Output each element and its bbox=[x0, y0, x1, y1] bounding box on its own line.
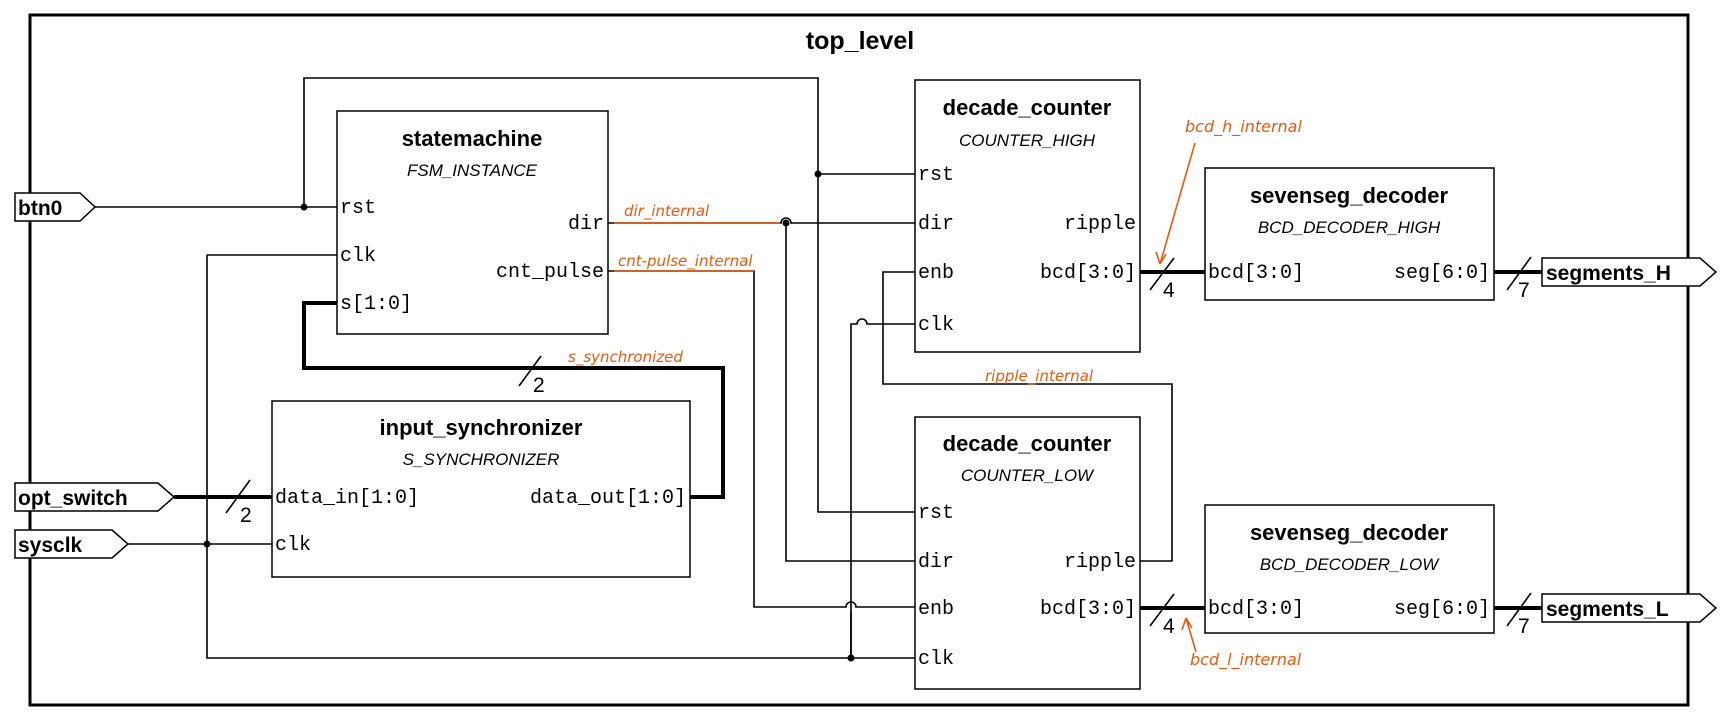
io-label-segments-h: segments_H bbox=[1546, 262, 1671, 285]
statemachine-port-clk: clk bbox=[340, 245, 376, 268]
bcd-l-arrow bbox=[1181, 617, 1197, 653]
bus-slash-bcd-low bbox=[1149, 593, 1175, 627]
decoder-high-block: sevenseg_decoder BCD_DECODER_HIGH bcd[3:… bbox=[1204, 167, 1495, 301]
ripple-internal-wire bbox=[882, 271, 1173, 562]
counter-high-port-rst: rst bbox=[918, 164, 954, 187]
sysclk-junction bbox=[203, 540, 211, 548]
counter-high-instance: COUNTER_HIGH bbox=[959, 131, 1096, 150]
annotation-ripple-internal: ripple_internal bbox=[985, 367, 1094, 386]
counter-low-port-bcd: bcd[3:0] bbox=[1040, 598, 1136, 621]
counter-high-port-ripple: ripple bbox=[1064, 213, 1136, 236]
counter-low-instance: COUNTER_LOW bbox=[961, 466, 1095, 485]
counter-high-port-enb: enb bbox=[918, 262, 954, 285]
bus-width-opt-switch: 2 bbox=[240, 504, 252, 527]
clock-high-wire bbox=[850, 318, 915, 658]
synchronizer-port-data-out: data_out[1:0] bbox=[530, 487, 686, 510]
decoder-high-instance: BCD_DECODER_HIGH bbox=[1258, 218, 1441, 237]
cnt-pulse-internal-wire bbox=[608, 270, 915, 608]
io-port-segments-h: segments_H bbox=[1541, 257, 1718, 287]
reset-junction bbox=[300, 203, 308, 211]
dir-low-wire bbox=[785, 223, 915, 562]
statemachine-port-s: s[1:0] bbox=[340, 293, 412, 316]
annotation-s-synchronized: s_synchronized bbox=[568, 348, 683, 367]
counter-low-port-enb: enb bbox=[918, 598, 954, 621]
bus-width-bcd-high: 4 bbox=[1163, 279, 1175, 302]
bus-width-seg-high: 7 bbox=[1518, 279, 1530, 302]
bus-slash-opt-switch bbox=[225, 479, 251, 514]
io-port-segments-l: segments_L bbox=[1541, 593, 1718, 623]
synchronizer-name: input_synchronizer bbox=[380, 415, 583, 440]
clock-spine-wire bbox=[206, 255, 915, 659]
counter-low-name: decade_counter bbox=[943, 431, 1112, 456]
counter-high-block: decade_counter COUNTER_HIGH rst dir enb … bbox=[914, 79, 1141, 353]
io-label-sysclk: sysclk bbox=[18, 534, 83, 557]
decoder-high-port-seg: seg[6:0] bbox=[1394, 262, 1490, 285]
annotation-dir-internal: dir_internal bbox=[624, 202, 710, 221]
bus-width-s-sync: 2 bbox=[533, 374, 545, 397]
synchronizer-instance: S_SYNCHRONIZER bbox=[403, 450, 560, 469]
counter-low-port-rst: rst bbox=[918, 502, 954, 525]
decoder-low-port-bcd: bcd[3:0] bbox=[1208, 598, 1304, 621]
statemachine-port-dir: dir bbox=[568, 213, 604, 236]
clock-low-junction bbox=[847, 654, 855, 662]
synchronizer-block: input_synchronizer S_SYNCHRONIZER data_i… bbox=[271, 400, 691, 578]
decoder-low-port-seg: seg[6:0] bbox=[1394, 598, 1490, 621]
io-label-segments-l: segments_L bbox=[1546, 598, 1669, 621]
counter-low-block: decade_counter COUNTER_LOW rst dir enb c… bbox=[914, 416, 1141, 690]
io-port-opt-switch: opt_switch bbox=[14, 482, 176, 512]
bcd-h-arrow bbox=[1155, 142, 1196, 265]
counter-low-port-ripple: ripple bbox=[1064, 551, 1136, 574]
counter-low-port-dir: dir bbox=[918, 551, 954, 574]
counter-high-port-dir: dir bbox=[918, 213, 954, 236]
s-synchronized-bus bbox=[302, 301, 725, 499]
bus-slash-bcd-high bbox=[1149, 257, 1175, 291]
synchronizer-port-clk: clk bbox=[275, 534, 311, 557]
decoder-low-name: sevenseg_decoder bbox=[1250, 520, 1449, 545]
bus-width-bcd-low: 4 bbox=[1163, 615, 1175, 638]
annotation-bcd-h-internal: bcd_h_internal bbox=[1185, 117, 1302, 137]
decoder-low-block: sevenseg_decoder BCD_DECODER_LOW bcd[3:0… bbox=[1204, 504, 1495, 634]
bus-width-seg-low: 7 bbox=[1518, 615, 1530, 638]
counter-low-port-clk: clk bbox=[918, 648, 954, 671]
io-port-btn0: btn0 bbox=[14, 192, 97, 222]
statemachine-port-rst: rst bbox=[340, 197, 376, 220]
top-level-title: top_level bbox=[806, 27, 914, 55]
statemachine-block: statemachine FSM_INSTANCE rst clk s[1:0]… bbox=[336, 110, 609, 335]
statemachine-name: statemachine bbox=[402, 126, 543, 151]
decoder-high-port-bcd: bcd[3:0] bbox=[1208, 262, 1304, 285]
dir-junction bbox=[782, 219, 790, 227]
io-label-opt-switch: opt_switch bbox=[18, 487, 128, 510]
counter-high-port-clk: clk bbox=[918, 314, 954, 337]
reset-high-junction bbox=[814, 170, 822, 178]
bus-slash-seg-high bbox=[1506, 256, 1532, 291]
io-port-sysclk: sysclk bbox=[14, 529, 130, 559]
bus-slash-s-sync bbox=[518, 355, 542, 387]
counter-high-port-bcd: bcd[3:0] bbox=[1040, 262, 1136, 285]
decoder-high-name: sevenseg_decoder bbox=[1250, 183, 1449, 208]
dir-internal-wire bbox=[608, 217, 915, 224]
synchronizer-port-data-in: data_in[1:0] bbox=[275, 487, 419, 510]
io-label-btn0: btn0 bbox=[18, 197, 62, 220]
statemachine-port-cnt-pulse: cnt_pulse bbox=[496, 261, 604, 284]
statemachine-instance: FSM_INSTANCE bbox=[407, 161, 538, 180]
decoder-low-instance: BCD_DECODER_LOW bbox=[1260, 555, 1440, 574]
counter-high-name: decade_counter bbox=[943, 95, 1112, 120]
annotation-cnt-pulse-internal: cnt-pulse_internal bbox=[618, 252, 753, 271]
annotation-bcd-l-internal: bcd_l_internal bbox=[1190, 650, 1302, 670]
bus-slash-seg-low bbox=[1506, 592, 1532, 627]
